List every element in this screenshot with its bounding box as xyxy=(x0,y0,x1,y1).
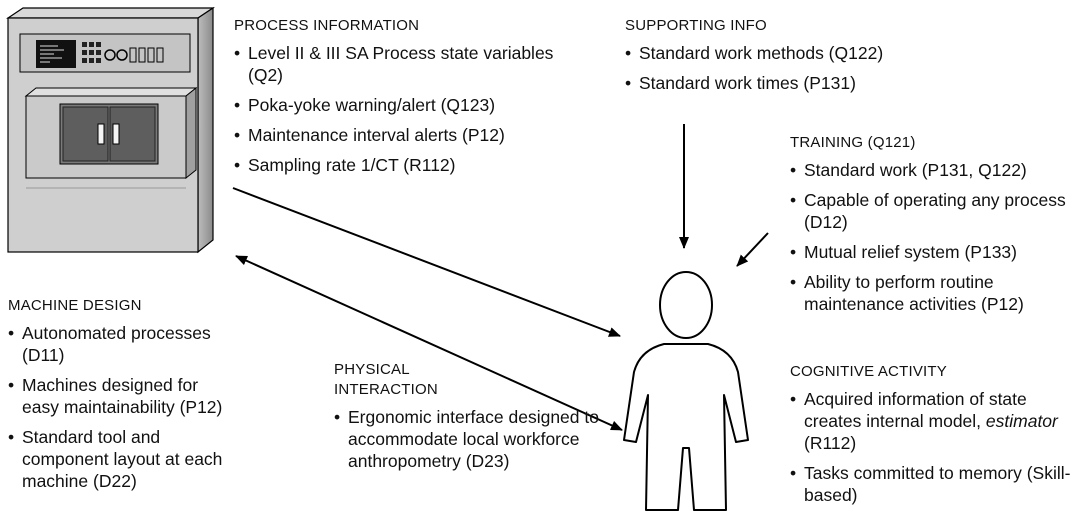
flow-arrows xyxy=(232,124,769,431)
physical-interaction-heading: PHYSICAL INTERACTION xyxy=(334,361,438,398)
process-information-heading: PROCESS INFORMATION xyxy=(234,17,420,34)
process-information-item: Level II & III SA Process state variable… xyxy=(234,42,564,86)
machine-design-item: Autonomated processes (D11) xyxy=(8,322,230,366)
process-information-item: Maintenance interval alerts (P12) xyxy=(234,124,564,146)
machine-icon xyxy=(6,6,215,254)
process-information-item: Sampling rate 1/CT (R112) xyxy=(234,154,564,176)
cognitive-activity-item: Tasks committed to memory (Skill-based) xyxy=(790,462,1080,506)
machine-design-item: Standard tool and component layout at ea… xyxy=(8,426,230,492)
supporting-info-block: SUPPORTING INFO Standard work methods (Q… xyxy=(625,16,955,102)
training-item: Capable of operating any process (D12) xyxy=(790,189,1080,233)
physical-interaction-item: Ergonomic interface designed to accommod… xyxy=(334,406,604,472)
supporting-info-item: Standard work times (P131) xyxy=(625,72,955,94)
process-information-block: PROCESS INFORMATION Level II & III SA Pr… xyxy=(234,16,564,184)
person-icon xyxy=(623,271,749,511)
cognitive-activity-block: COGNITIVE ACTIVITY Acquired information … xyxy=(790,362,1080,514)
arrow-physical-interaction xyxy=(235,255,623,431)
cognitive-activity-item: Acquired information of state creates in… xyxy=(790,388,1080,454)
machine-design-block: MACHINE DESIGN Autonomated processes (D1… xyxy=(8,296,230,500)
process-information-item: Poka-yoke warning/alert (Q123) xyxy=(234,94,564,116)
cognitive-activity-heading: COGNITIVE ACTIVITY xyxy=(790,363,947,380)
training-item: Ability to perform routine maintenance a… xyxy=(790,271,1080,315)
arrow-training xyxy=(736,232,769,267)
machine-design-heading: MACHINE DESIGN xyxy=(8,297,142,314)
machine-design-item: Machines designed for easy maintainabili… xyxy=(8,374,230,418)
training-item: Mutual relief system (P133) xyxy=(790,241,1080,263)
arrow-machine-to-person xyxy=(232,187,621,337)
training-item: Standard work (P131, Q122) xyxy=(790,159,1080,181)
training-block: TRAINING (Q121) Standard work (P131, Q12… xyxy=(790,133,1080,323)
training-heading: TRAINING (Q121) xyxy=(790,134,916,151)
physical-interaction-block: PHYSICAL INTERACTION Ergonomic interface… xyxy=(334,360,614,480)
supporting-info-heading: SUPPORTING INFO xyxy=(625,17,767,34)
supporting-info-item: Standard work methods (Q122) xyxy=(625,42,955,64)
